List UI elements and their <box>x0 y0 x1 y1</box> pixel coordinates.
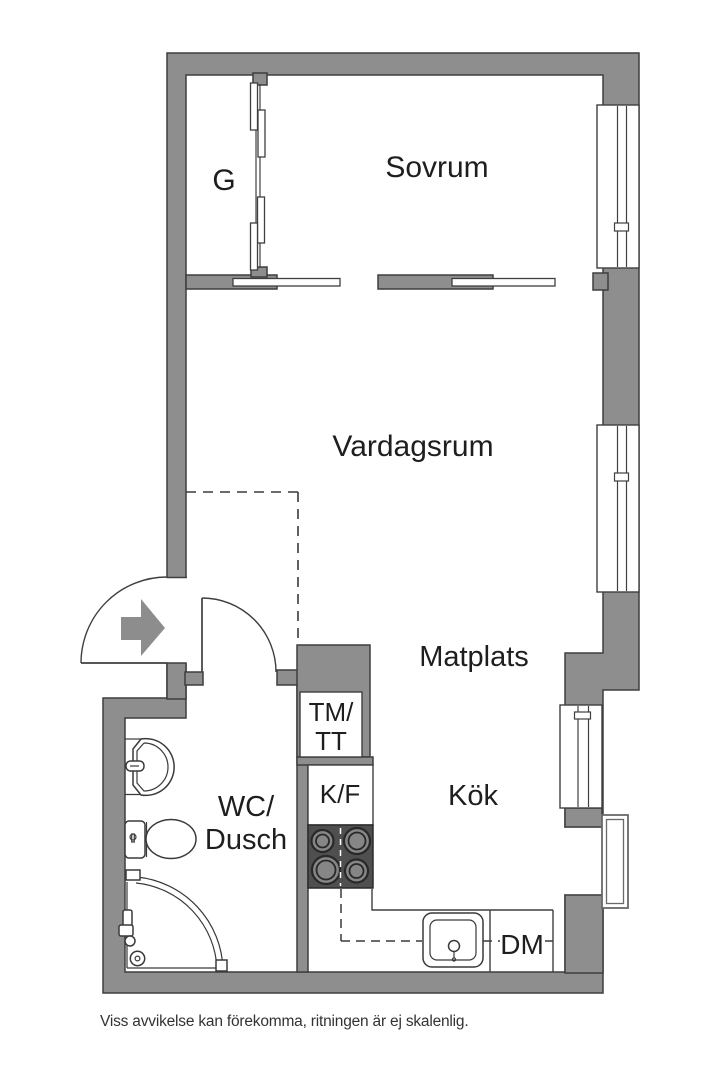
closet-sliding-panel-3 <box>256 196 266 244</box>
window-jamb-return <box>592 272 609 291</box>
entry-opening <box>165 577 188 664</box>
kitchen-corner-wall <box>564 894 604 974</box>
dining-label: Matplats <box>419 641 529 673</box>
closet-sliding-panel-2 <box>257 109 266 158</box>
bathroom-sink <box>125 737 175 797</box>
toilet <box>124 818 197 860</box>
kitchen-sink <box>422 912 484 968</box>
bedroom-window <box>596 104 640 269</box>
french-balcony <box>601 814 629 909</box>
kitchen-label: Kök <box>448 780 498 812</box>
disclaimer-text: Viss avvikelse kan förekomma, ritningen … <box>100 1013 468 1030</box>
closet-label: G <box>212 164 235 197</box>
bedroom-sliding-panel-1 <box>232 277 341 287</box>
entry-arrow-icon <box>121 599 165 656</box>
washer-dryer-box <box>299 691 363 758</box>
fridge-freezer-box <box>307 764 374 826</box>
balcony-door-opening <box>564 827 604 895</box>
kitchen-counter <box>371 889 554 972</box>
bathroom-label-line2: Dusch <box>205 824 287 856</box>
dishwasher-label: DM <box>500 929 544 960</box>
washer-dryer-label-line1: TM/ <box>309 697 355 727</box>
wall-stub-below-entry <box>166 662 187 700</box>
washer-dryer-label-line2: TT <box>315 726 347 756</box>
kitchen-window-sill-wall <box>564 807 603 828</box>
fridge-niche-band <box>296 756 374 766</box>
shower <box>118 869 228 972</box>
kitchen-window <box>559 704 603 809</box>
living-room-window <box>596 424 640 593</box>
bedroom-sliding-panel-2 <box>451 277 556 287</box>
bathroom-door <box>201 597 277 673</box>
wc-door-jamb-left <box>184 671 204 686</box>
bathroom-label-line1: WC/ <box>218 791 275 823</box>
entry-door <box>80 576 168 664</box>
closet-sliding-panel-1 <box>249 82 259 131</box>
living-room-label: Vardagsrum <box>332 430 493 463</box>
stove <box>307 824 374 889</box>
closet-partition-bottom-stub <box>250 266 268 278</box>
closet-sliding-panel-4 <box>249 222 259 271</box>
fridge-freezer-label: K/F <box>320 779 360 809</box>
bedroom-label: Sovrum <box>385 151 488 184</box>
